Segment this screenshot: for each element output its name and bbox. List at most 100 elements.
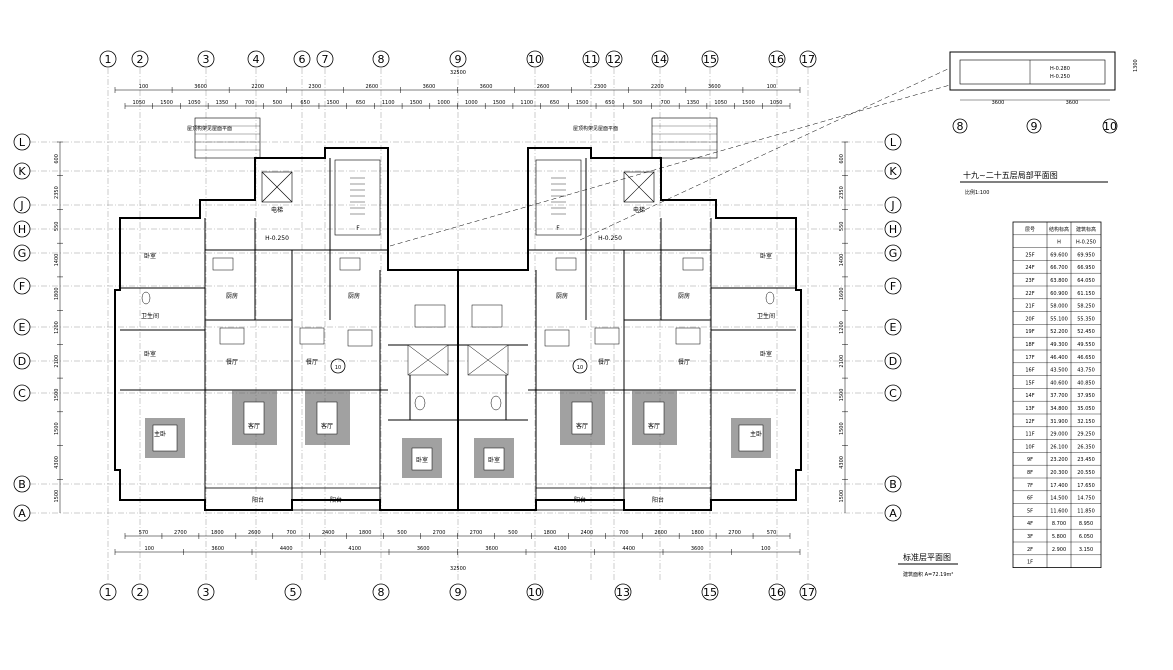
room-label-bedroom: 卧室 [760,350,772,358]
left-axis-L-label: L [19,136,26,149]
dimension-value: 1500 [839,422,845,435]
dimension-value: 1500 [160,100,173,106]
bottom-axis-1-label: 1 [105,586,112,599]
detail-axis-9: 9 [1031,120,1038,133]
dimension-value: 1800 [543,530,556,536]
floor-table-cell: 43.750 [1077,368,1095,374]
right-axis-H: H [884,220,902,238]
detail-title: 十九~二十五层局部平面图 [963,170,1058,180]
floor-table-cell: 20.300 [1050,470,1068,476]
floor-table-cell: 13F [1025,406,1034,412]
bottom-axis-10: 10 [526,583,544,601]
stair-cores [261,159,655,236]
floor-table-cell: 52.450 [1077,329,1095,335]
room-label-bedroom: 卧室 [416,456,428,464]
floor-table-cell: 25F [1025,252,1034,258]
right-axis-B: B [884,475,902,493]
dimension-value: 1500 [742,100,755,106]
room-label-dining: 餐厅 [226,358,238,366]
top-axis-11-label: 11 [584,53,598,66]
right-axis-E: E [884,318,902,336]
detail-scale: 比例1:100 [965,189,989,196]
left-axis-C: C [13,384,31,402]
room-label-bedroom: 卧室 [144,350,156,358]
floor-table-cell: 8.700 [1052,521,1066,527]
floor-table-cell: 37.700 [1050,393,1068,399]
dimension-value: 1500 [410,100,423,106]
top-axis-16: 16 [768,50,786,68]
top-axis-4-label: 4 [253,53,260,66]
floor-table-cell: 49.300 [1050,342,1068,348]
top-axis-2: 2 [131,50,149,68]
floor-table-cell: 55.100 [1050,316,1068,322]
detail-leaders [389,67,951,247]
left-axis-B-label: B [18,478,26,491]
note-left: 屋顶构架见屋面平面 [187,125,232,132]
bottom-axis-17-label: 17 [801,586,815,599]
room-label-dining: 餐厅 [598,358,610,366]
bottom-axis-17: 17 [799,583,817,601]
top-axis-14: 14 [651,50,669,68]
floor-table-cell: 23.450 [1077,457,1095,463]
dimension-value: 1350 [687,100,700,106]
floor-table-cell: 64.050 [1077,278,1095,284]
dimension-value: 4300 [839,456,845,469]
dimension-value: 2350 [54,186,60,199]
dimension-value: 1500 [54,422,60,435]
detail-axis-8: 8 [957,120,964,133]
dimension-value: 1600 [839,287,845,300]
top-axis-4: 4 [247,50,265,68]
dimension-value: 650 [605,100,615,106]
dimension-value: 1200 [839,321,845,334]
right-axis-B-label: B [889,478,897,491]
floor-table-cell: 17F [1025,355,1034,361]
dimension-value: 1400 [54,254,60,267]
dimension-value: 700 [286,530,296,536]
floor-table-cell: 29.000 [1050,432,1068,438]
bottom-axis-5: 5 [284,583,302,601]
dimension-value: 2400 [322,530,335,536]
dimension-value: 700 [661,100,671,106]
bottom-axis-8: 8 [372,583,390,601]
bottom-total-dimension: 32500 [450,566,466,572]
unit-tags: 10 10 [330,358,588,374]
dimension-value: 4300 [54,456,60,469]
right-axis-D-label: D [889,355,897,368]
room-label-bedroom: 卧室 [144,252,156,260]
dimension-value: 2100 [839,355,845,368]
floor-table-cell: 15F [1025,380,1034,386]
floor-table-cell: 34.800 [1050,406,1068,412]
floor-table-cell: 1F [1027,560,1033,566]
elevation-mark-right: H-0.250 [598,235,622,242]
dimension-value: 1500 [839,490,845,503]
detail-dim-1: 3600 [992,100,1005,106]
bottom-axis-10-label: 10 [528,586,542,599]
dimension-value: 100 [761,546,771,552]
dimension-value: 550 [839,222,845,232]
floor-table-cell: 3F [1027,534,1033,540]
dimension-value: 1350 [216,100,229,106]
floor-table-cell: 40.850 [1077,380,1095,386]
floor-table-cell: 58.000 [1050,304,1068,310]
dimension-value: 650 [550,100,560,106]
dimension-value: 1000 [465,100,478,106]
floor-table-cell: 4F [1027,521,1033,527]
floor-table-cell: 12F [1025,419,1034,425]
right-axis-J-label: J [890,199,894,212]
left-axis-E-label: E [19,321,26,334]
furniture [141,257,775,471]
right-axis-A: A [884,504,902,522]
floor-table-cell: 3.150 [1079,547,1093,553]
right-axis-C: C [884,384,902,402]
top-axis-17-label: 17 [801,53,815,66]
dimension-value: 1500 [54,490,60,503]
top-axis-7-label: 7 [322,53,329,66]
floor-table-cell: 2.900 [1052,547,1066,553]
floor-table-cell: 18F [1025,342,1034,348]
room-label-balcony: 阳台 [574,496,586,504]
room-label-stair: F [356,225,360,232]
floor-table-cell: 20.550 [1077,470,1095,476]
floor-table-cell: 29.250 [1077,432,1095,438]
